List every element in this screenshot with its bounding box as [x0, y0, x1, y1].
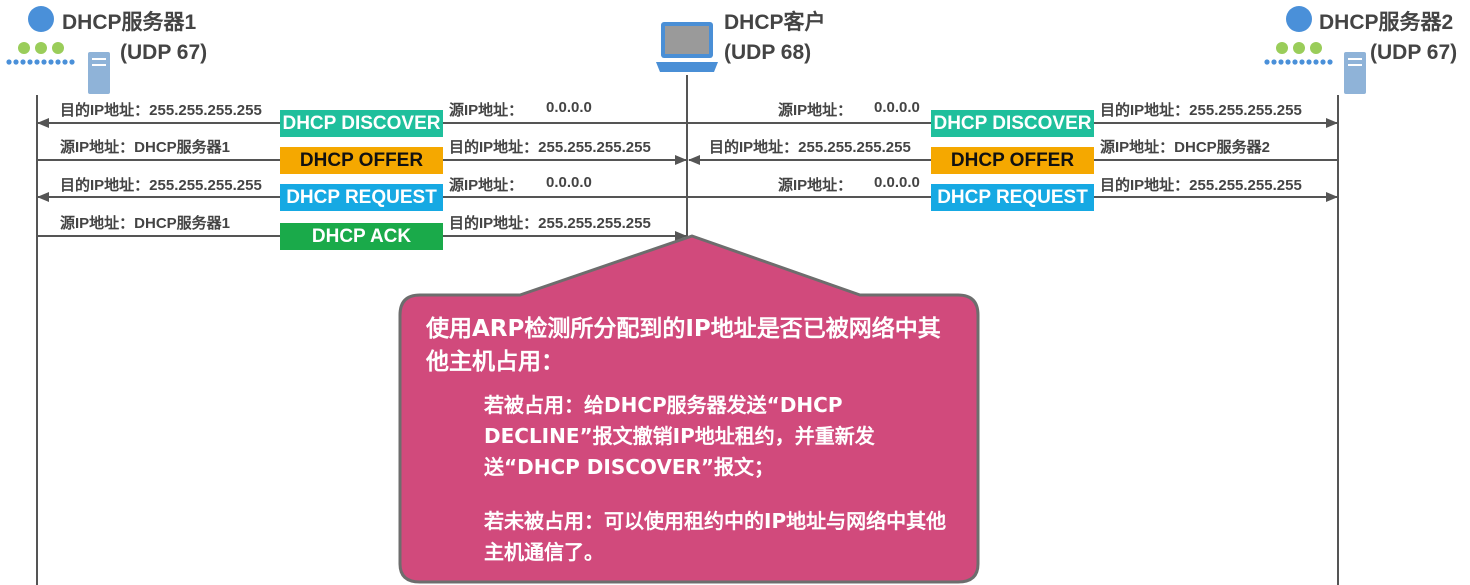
label-src-server1: 源IP地址：DHCP服务器1 [60, 139, 231, 156]
label-dst-broadcast: 目的IP地址：255.255.255.255 [1100, 177, 1302, 194]
label-src-zero-value: 0.0.0.0 [546, 174, 592, 191]
client-name: DHCP客户 [724, 11, 826, 34]
callout-if-occupied: 若被占用：给DHCP服务器发送“DHCP DECLINE”报文撤销IP地址租约，… [484, 393, 875, 479]
label-src-zero: 源IP地址： [449, 177, 524, 194]
label-src-server2: 源IP地址：DHCP服务器2 [1100, 139, 1271, 156]
laptop-icon [654, 20, 720, 74]
callout-if-free: 若未被占用：可以使用租约中的IP地址与网络中其他主机通信了。 [484, 509, 947, 564]
msg-ack-left: DHCP ACK [280, 223, 443, 250]
server1-name: DHCP服务器1 [62, 11, 197, 34]
server2-name: DHCP服务器2 [1319, 11, 1454, 34]
label-dst-broadcast: 目的IP地址：255.255.255.255 [709, 139, 911, 156]
label-src-zero-value: 0.0.0.0 [546, 99, 592, 116]
label-dst-broadcast: 目的IP地址：255.255.255.255 [60, 177, 262, 194]
label-src-zero: 源IP地址： [778, 177, 853, 194]
label-dst-broadcast: 目的IP地址：255.255.255.255 [449, 215, 651, 232]
server1-icon [6, 4, 114, 96]
server2-icon [1264, 4, 1372, 96]
msg-discover-right: DHCP DISCOVER [931, 110, 1094, 137]
label-dst-broadcast: 目的IP地址：255.255.255.255 [449, 139, 651, 156]
label-dst-broadcast: 目的IP地址：255.255.255.255 [60, 102, 262, 119]
label-src-zero: 源IP地址： [449, 102, 524, 119]
server2-port: (UDP 67) [1370, 41, 1458, 64]
msg-request-left: DHCP REQUEST [280, 184, 443, 211]
msg-discover-left: DHCP DISCOVER [280, 110, 443, 137]
msg-offer-left: DHCP OFFER [280, 147, 443, 174]
server1-port: (UDP 67) [120, 41, 208, 64]
callout-heading: 使用ARP检测所分配到的IP地址是否已被网络中其他主机占用： [426, 316, 941, 375]
label-src-zero: 源IP地址： [778, 102, 853, 119]
label-src-zero-value: 0.0.0.0 [874, 174, 920, 191]
client-port: (UDP 68) [724, 41, 812, 64]
label-src-server1: 源IP地址：DHCP服务器1 [60, 215, 231, 232]
msg-offer-right: DHCP OFFER [931, 147, 1094, 174]
msg-request-right: DHCP REQUEST [931, 184, 1094, 211]
callout-bubble [398, 234, 980, 584]
label-dst-broadcast: 目的IP地址：255.255.255.255 [1100, 102, 1302, 119]
label-src-zero-value: 0.0.0.0 [874, 99, 920, 116]
